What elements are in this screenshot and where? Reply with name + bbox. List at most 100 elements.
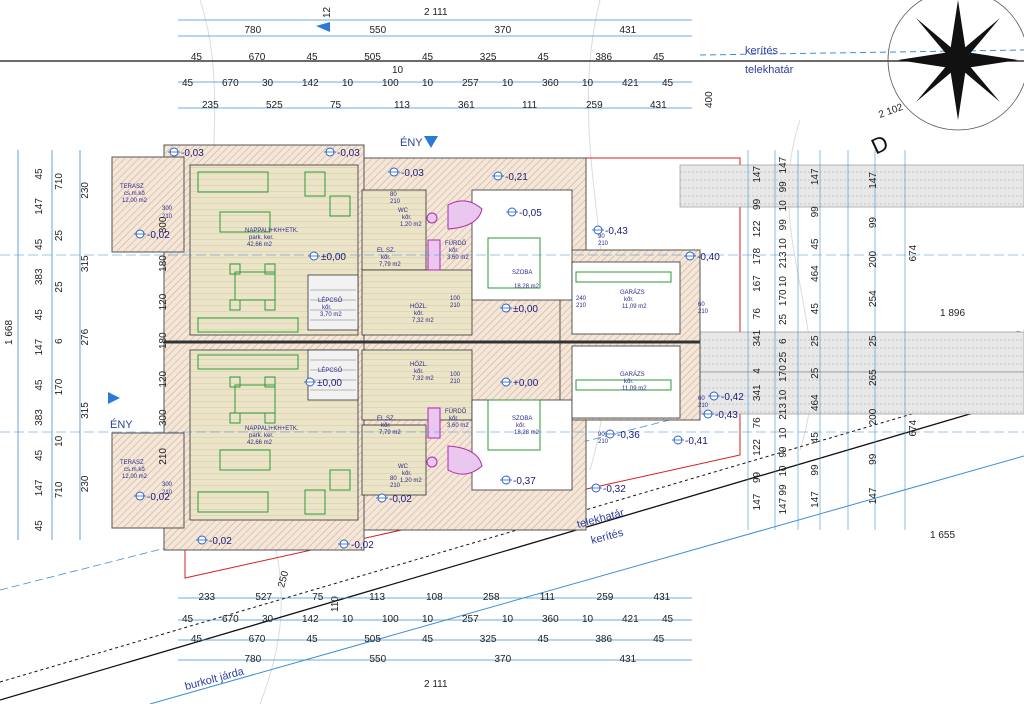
eny-left-label: ÉNY	[110, 418, 133, 431]
room-wc_bottom-sub: kőr.	[402, 471, 412, 477]
bottom-dim-r2-9: 360	[542, 614, 559, 625]
door-dim-1: 210	[390, 199, 401, 205]
top-dim-r4-2: 75	[330, 100, 342, 111]
bottom-dim-r3-1: 670	[249, 634, 266, 645]
left-dim-mid-1: 315	[80, 255, 91, 272]
top-dim-r3-10: 10	[582, 78, 594, 89]
room-garazs_bottom-area: 11,09 m2	[622, 386, 647, 392]
level-value-8: -0,43	[605, 226, 628, 237]
left-dim-inner-2: 25	[54, 281, 65, 293]
left-dim-terrace-3: 180	[158, 332, 169, 349]
door-dim-8: 80	[390, 476, 397, 482]
right-dim-c2-6: 10	[778, 276, 789, 288]
room-terasz_bottom-h: 210	[162, 490, 173, 496]
right-dim-c2-8: 25	[778, 313, 789, 325]
top-dim-r1-1: 550	[370, 25, 387, 36]
left-dim-terrace-2: 120	[158, 293, 169, 310]
right-dim-c1-7: 4	[752, 368, 763, 374]
left-dim-terrace-1: 180	[158, 255, 169, 272]
room-garazs_top-name: GARÁZS	[620, 289, 645, 296]
left-dim-outer-10: 45	[34, 520, 45, 532]
right-dim-c2-14: 10	[778, 427, 789, 439]
top-dim-r2-2: 45	[306, 52, 318, 63]
room-nappali_top-area: 42,66 m2	[247, 242, 273, 248]
bottom-dim-r4-3: 431	[620, 654, 637, 665]
bottom-dim-r3-2: 45	[306, 634, 318, 645]
top-dim-r2-8: 45	[653, 52, 665, 63]
bottom-dim-r2-1: 670	[222, 614, 239, 625]
right-dim-c3-6: 25	[810, 367, 821, 379]
right-dim-c3-5: 25	[810, 335, 821, 347]
furniture	[197, 171, 672, 515]
right-dim-c4-8: 147	[868, 487, 879, 504]
left-dim-terrace-6: 210	[158, 448, 169, 465]
bottom-dim-r1-5: 258	[483, 592, 500, 603]
level-value-9: -0,40	[697, 252, 720, 263]
level-value-15: -0,36	[617, 430, 640, 441]
door-dim-9: 210	[390, 483, 401, 489]
door-dim-11: 210	[450, 379, 461, 385]
right-dim-c2-16: 10	[778, 465, 789, 477]
top-dim-r3-1: 670	[222, 78, 239, 89]
right-dim-c1-2: 122	[752, 220, 763, 237]
door-dim-4: 90	[598, 234, 605, 240]
room-hozl_bottom-name: HÖZL.	[410, 361, 428, 368]
level-value-10: ±0,00	[513, 304, 538, 315]
level-value-22: -0,02	[351, 540, 374, 551]
level-value-17: -0,02	[147, 492, 170, 503]
left-dim-inner-0: 710	[54, 173, 65, 190]
room-wc_top-name: WC	[398, 208, 409, 214]
top-dim-r2-5: 325	[480, 52, 497, 63]
room-wc_bottom-name: WC	[398, 464, 409, 470]
level-value-1: -0,03	[181, 148, 204, 159]
room-eloszoba_bottom-area: 7,79 m2	[379, 430, 401, 436]
right-dim-c1-10: 122	[752, 439, 763, 456]
right-dim-c3-2: 45	[810, 238, 821, 250]
room-lepcso_bottom-name: LÉPCSŐ	[318, 367, 343, 374]
right-dim-c4-0: 147	[868, 172, 879, 189]
right-dim-c5-0: 674	[908, 244, 919, 261]
room-furdo_top-area: 3,60 m2	[447, 255, 469, 261]
right-dim-c1-9: 76	[752, 417, 763, 429]
level-value-16: -0,41	[685, 436, 708, 447]
right-dim-c2-11: 170	[778, 365, 789, 382]
top-dim-r3-7: 257	[462, 78, 479, 89]
driveway-strips	[679, 164, 1024, 415]
door-dimensions: 8021010021090210602108021010021090210602…	[390, 192, 709, 489]
right-dim-c4-5: 265	[868, 369, 879, 386]
top-dim-r1-2: 370	[495, 25, 512, 36]
room-szoba_bottom-name: SZOBA	[512, 416, 532, 422]
eny-marker-top: ÉNY	[400, 136, 438, 149]
bottom-dim-r2-2: 30	[262, 614, 274, 625]
bottom-dim-r1-3: 113	[369, 592, 385, 603]
left-dim-outer-7: 383	[34, 409, 45, 426]
top-dim-r4-3: 113	[394, 100, 410, 111]
right-dim-c2-0: 147	[778, 156, 789, 173]
bottom-dim-r1-7: 259	[597, 592, 614, 603]
room-hozl_top-name: HÖZL.	[410, 303, 428, 310]
total-top: 2 111	[424, 7, 448, 18]
top-dim-r3-5: 100	[382, 78, 399, 89]
top-dim-r4-5: 111	[522, 100, 538, 111]
room-szoba_bottom-sub: kőr.	[516, 423, 526, 429]
level-value-21: -0,02	[209, 536, 232, 547]
room-hozl_bottom-sub: kőr.	[414, 369, 424, 375]
bottom-dim-r1-6: 111	[540, 592, 556, 603]
bottom-dim-r3-0: 45	[191, 634, 203, 645]
top-dim-r3-3: 142	[302, 78, 319, 89]
room-terasz_top-w: 300	[162, 206, 173, 212]
right-dim-c1-0: 147	[752, 166, 763, 183]
bottom-dim-r2-0: 45	[182, 614, 194, 625]
room-garazs_top-area: 11,09 m2	[622, 304, 647, 310]
right-dim-c3-7: 464	[810, 394, 821, 411]
room-szoba_top-area: 18,28 m2	[514, 284, 540, 290]
scale-12-label: 12	[322, 6, 333, 18]
right-dim-c1-12: 147	[752, 493, 763, 510]
sanitary	[426, 200, 483, 475]
right-dim-c4-3: 254	[868, 290, 879, 307]
room-terasz_bottom-name: TERASZ	[120, 460, 144, 466]
top-dim-r3-12: 45	[662, 78, 674, 89]
left-dim-outer-6: 45	[34, 379, 45, 391]
bottom-dim-r4-2: 370	[495, 654, 512, 665]
